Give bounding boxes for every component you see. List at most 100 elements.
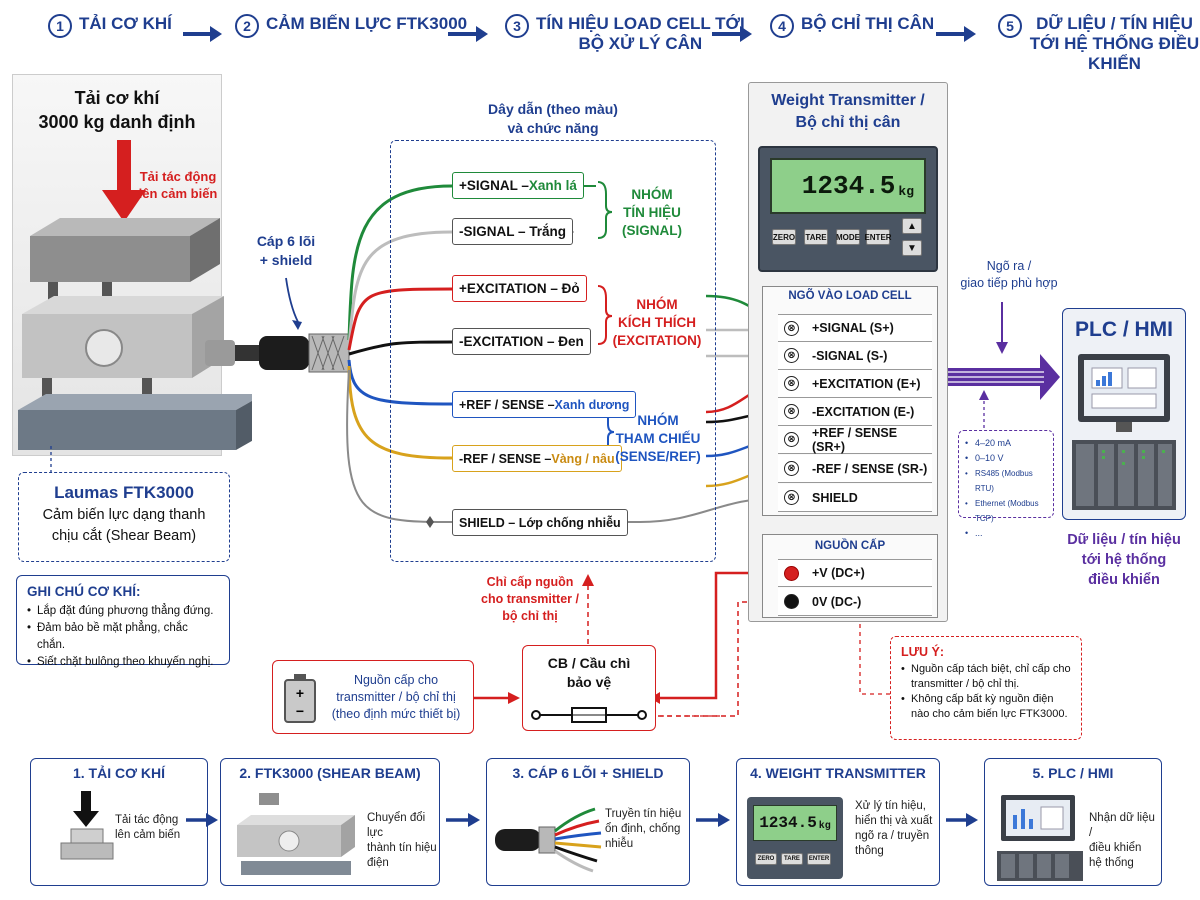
plc-hmi-title: PLC / HMI (1075, 318, 1173, 341)
psu-label-line: (theo định mức thiết bị) (331, 707, 461, 721)
input-terminal-title: NGÕ VÀO LOAD CELL (788, 290, 912, 302)
group-line: NHÓM (631, 187, 673, 202)
wire-label-excitation-negative: -EXCITATION – Đen (452, 328, 591, 355)
summary-card-transmitter: 4. WEIGHT TRANSMITTER 1234.5 kg ZERO TAR… (736, 758, 940, 886)
wire-ref-positive (347, 359, 453, 406)
terminal-s-plus: ⊗+SIGNAL (S+) (778, 314, 932, 342)
base-plate-front (18, 410, 236, 450)
terminal-label: 0V (DC-) (812, 594, 862, 609)
load-icon (60, 791, 114, 860)
summary-desc-line: thông (855, 845, 884, 857)
summary-card-load: 1. TẢI CƠ KHÍ Tải tác động lên cảm biến (30, 758, 208, 886)
wires-section-box (390, 140, 716, 562)
wire-label-ref-positive: +REF / SENSE – Xanh dương (452, 391, 637, 418)
sensor-desc-line: Cảm biến lực dạng thanh (42, 507, 206, 523)
cb-label-line: CB / Cầu chì (547, 655, 631, 671)
summary-card-cable: 3. CÁP 6 LÕI + SHIELD Truyền tín hiệu ổn… (486, 758, 690, 886)
base-plate-top (18, 394, 252, 410)
group-line: NHÓM (637, 413, 679, 428)
terminal-sr-minus: ⊗-REF / SENSE (SR-) (778, 455, 932, 483)
step-number: 1 (48, 14, 72, 38)
svg-text:+: + (296, 685, 304, 701)
tare-button[interactable]: TARE (804, 229, 828, 245)
mini-lcd-unit: kg (818, 820, 831, 832)
step-arrows (183, 26, 976, 42)
power-supply-label: Nguồn cấp cho transmitter / bộ chỉ thị (… (318, 672, 474, 723)
battery-icon: + − (284, 674, 316, 723)
mini-tare-button: TARE (781, 853, 803, 865)
step-2: 2 CẢM BIẾN LỰC FTK3000 (235, 14, 467, 38)
step-label-line: DỮ LIỆU / TÍN HIỆU (1036, 14, 1193, 33)
step-number: 4 (770, 14, 794, 38)
cable-label: Cáp 6 lõi + shield (238, 232, 334, 270)
output-label: Ngõ ra / giao tiếp phù hợp (952, 258, 1066, 292)
wire-color: Vàng / nâu (551, 451, 615, 466)
arrow-up-icon (582, 574, 594, 586)
mechanical-notes-title: GHI CHÚ CƠ KHÍ: (27, 584, 141, 599)
step-label: TẢI CƠ KHÍ (79, 14, 172, 33)
load-block-front (30, 236, 190, 282)
screw-terminal-icon: ⊗ (784, 321, 799, 336)
output-arrow-head-icon (1040, 354, 1060, 400)
power-positive-terminal-icon (784, 566, 799, 581)
wire-name: +REF / SENSE – (459, 397, 555, 412)
summary-arrow-1 (186, 813, 218, 827)
terminal-e-plus: ⊗+EXCITATION (E+) (778, 370, 932, 398)
load-block-top (30, 218, 220, 236)
wires-title-line: Dây dẫn (theo màu) (488, 101, 618, 117)
group-line: (EXCITATION) (612, 333, 702, 348)
summary-card-title: 2. FTK3000 (SHEAR BEAM) (239, 765, 421, 781)
note-item: Lắp đặt đúng phương thẳng đứng. (27, 603, 219, 620)
power-negative-terminal-icon (784, 594, 799, 609)
wire-signal-positive (347, 184, 453, 341)
output-label-line: giao tiếp phù hợp (960, 276, 1058, 290)
mode-button[interactable]: MODE (836, 229, 860, 245)
summary-card-title: 5. PLC / HMI (1032, 765, 1114, 781)
summary-desc-line: ngõ ra / truyền (855, 830, 930, 842)
warning-item: Không cấp bất kỳ nguồn điện nào cho cảm … (901, 692, 1071, 722)
terminal-label: +REF / SENSE (SR+) (812, 425, 898, 454)
bolt-icon (42, 378, 52, 396)
step-label-line: TÍN HIỆU LOAD CELL TỚI (536, 14, 745, 33)
step-5: 5 DỮ LIỆU / TÍN HIỆU TỚI HỆ THỐNG ĐIỀU K… (998, 14, 1200, 74)
terminal-label: -EXCITATION (E-) (812, 404, 915, 419)
load-block-side (190, 218, 220, 282)
zero-button[interactable]: ZERO (772, 229, 796, 245)
beam-hole (85, 329, 123, 367)
arrow-head-icon (476, 26, 488, 42)
bracket-signal (597, 181, 613, 239)
force-label: Tải tác động lên cảm biến (128, 168, 228, 202)
mini-zero-button: ZERO (755, 853, 777, 865)
step-number: 2 (235, 14, 259, 38)
bracket-excitation (597, 285, 613, 345)
step-label: BỘ CHỈ THỊ CÂN (801, 14, 935, 33)
force-label-line: lên cảm biến (138, 186, 218, 201)
shield-marker-icon (426, 516, 434, 528)
output-option: Ethernet (Modbus TCP) (965, 496, 1047, 526)
group-line: TÍN HIỆU (623, 205, 681, 220)
load-cell-illustration (18, 140, 252, 450)
load-title-line: 3000 kg danh định (38, 112, 196, 132)
step-label: CẢM BIẾN LỰC FTK3000 (266, 14, 468, 33)
supply-note-line: cho transmitter / (481, 592, 579, 606)
cable-label-line: Cáp 6 lõi (256, 233, 316, 249)
summary-arrows (206, 813, 978, 827)
terminal-sr-plus: ⊗+REF / SENSE (SR+) (778, 426, 932, 454)
warning-list: Nguồn cấp tách biệt, chỉ cấp cho transmi… (901, 662, 1071, 722)
step-label: DỮ LIỆU / TÍN HIỆU TỚI HỆ THỐNG ĐIỀU KHI… (1029, 14, 1200, 74)
wires-title-line: và chức năng (507, 120, 599, 136)
mini-lcd: 1234.5 kg (753, 805, 837, 841)
load-title-line: Tải cơ khí (74, 88, 160, 108)
summary-card-plc: 5. PLC / HMI Nhận dữ liệu / điều khiển h… (984, 758, 1162, 886)
enter-button[interactable]: ENTER (864, 229, 892, 245)
arrow-up-button[interactable]: ▲ (902, 218, 922, 234)
summary-desc-line: thành tín hiệu (367, 842, 437, 854)
arrow-down-button[interactable]: ▼ (902, 240, 922, 256)
mini-lcd-value: 1234.5 (759, 814, 817, 832)
lcd-screen: 1234.5 kg (770, 158, 926, 214)
group-line: THAM CHIẾU (615, 431, 701, 446)
terminal-label: +EXCITATION (E+) (812, 376, 921, 391)
terminal-label: -REF / SENSE (SR-) (812, 461, 928, 476)
output-option: 0–10 V (965, 451, 1047, 466)
power-terminal-title: NGUỒN CẤP (814, 540, 886, 552)
